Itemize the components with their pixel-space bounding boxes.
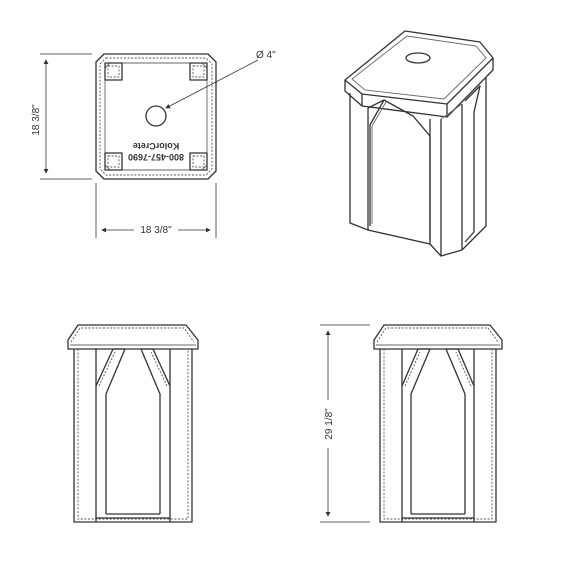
isometric-view — [344, 30, 494, 257]
stamp-brand: KolorCrete — [133, 141, 180, 151]
height-dimension-label: 29 1/8" — [324, 408, 335, 440]
hole-diameter-label: Ø 4" — [256, 50, 276, 61]
center-hole — [145, 105, 167, 127]
front-view-right: 29 1/8" — [320, 324, 503, 523]
stamp-phone: 800-457-7690 — [128, 152, 184, 162]
width-dimension-label: 18 3/8" — [140, 225, 172, 236]
front-view-left — [67, 324, 199, 523]
bottom-stamp: 800-457-7690 KolorCrete — [128, 141, 184, 162]
lid-hole — [405, 52, 431, 64]
depth-dimension-label: 18 3/8" — [31, 104, 42, 136]
top-view: Ø 4" 800-457-7690 KolorCrete 18 3/8" 18 … — [31, 50, 276, 238]
